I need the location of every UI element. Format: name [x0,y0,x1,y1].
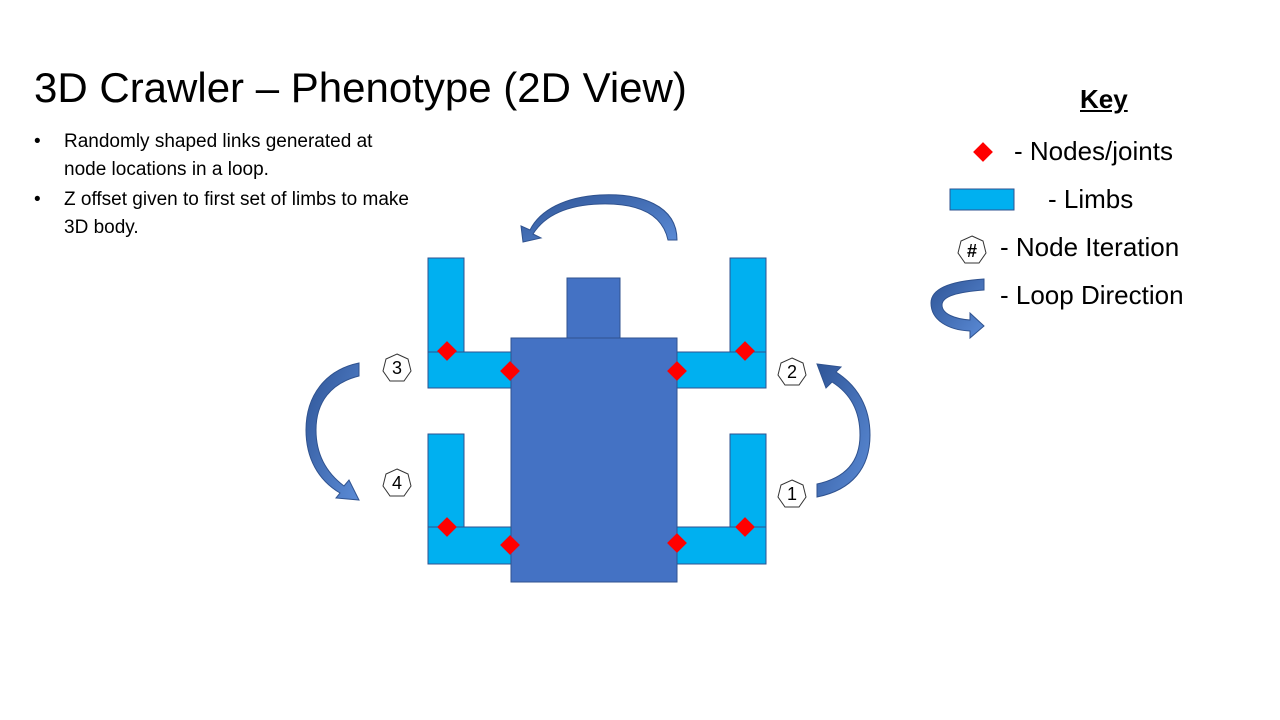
key-label-loop: - Loop Direction [1000,280,1184,310]
slide-title: 3D Crawler – Phenotype (2D View) [34,64,687,111]
key-heptagon-symbol: # [967,241,977,261]
bullet-list: • Randomly shaped links generated at node… [34,128,414,244]
node-diamond-icon [500,535,520,555]
heptagon-icon [382,468,412,497]
bullet-symbol: • [34,189,41,210]
iteration-4: 4 [382,468,412,497]
iteration-number: 4 [392,473,402,493]
limb-lower-right-horizontal [673,526,767,565]
key-limb-rectangle-icon [949,188,1015,211]
crawler-head [566,277,621,341]
iteration-number: 1 [787,484,797,504]
heptagon-icon [777,479,807,508]
nodes [437,341,755,555]
heptagon-icon [777,357,807,386]
key-title: Key [1080,84,1128,114]
node-diamond-icon [735,341,755,361]
node-diamond-icon [437,517,457,537]
node-diamond-icon [500,361,520,381]
iteration-3: 3 [382,353,412,382]
key-red-diamond-icon [973,142,993,162]
bullet-symbol: • [34,131,41,152]
key-label-nodes: - Nodes/joints [1014,136,1173,166]
bullet-text: Z offset given to first set of limbs to … [64,189,409,238]
bullet-item: • Randomly shaped links generated at node… [34,128,414,184]
key-label-iteration: - Node Iteration [1000,232,1180,262]
crawler-body [510,337,678,583]
key-heptagon-icon: # [957,235,987,264]
top-loop-arrow-icon [520,194,678,243]
right-loop-arrow-icon [816,363,871,498]
iteration-number: 2 [787,362,797,382]
heptagon-icon [382,353,412,382]
key-label-limbs: - Limbs [1048,184,1134,214]
iteration-1: 1 [777,479,807,508]
left-loop-arrow-icon [305,362,360,501]
key-curved-arrow-icon [930,278,985,340]
iteration-number: 3 [392,358,402,378]
node-diamond-icon [735,517,755,537]
bullet-text: Randomly shaped links generated at node … [64,131,373,180]
node-diamond-icon [437,341,457,361]
node-diamond-icon [667,533,687,553]
bullet-item: • Z offset given to first set of limbs to… [34,186,414,242]
limb-upper-right-horizontal [673,351,767,389]
iteration-2: 2 [777,357,807,386]
node-diamond-icon [667,361,687,381]
